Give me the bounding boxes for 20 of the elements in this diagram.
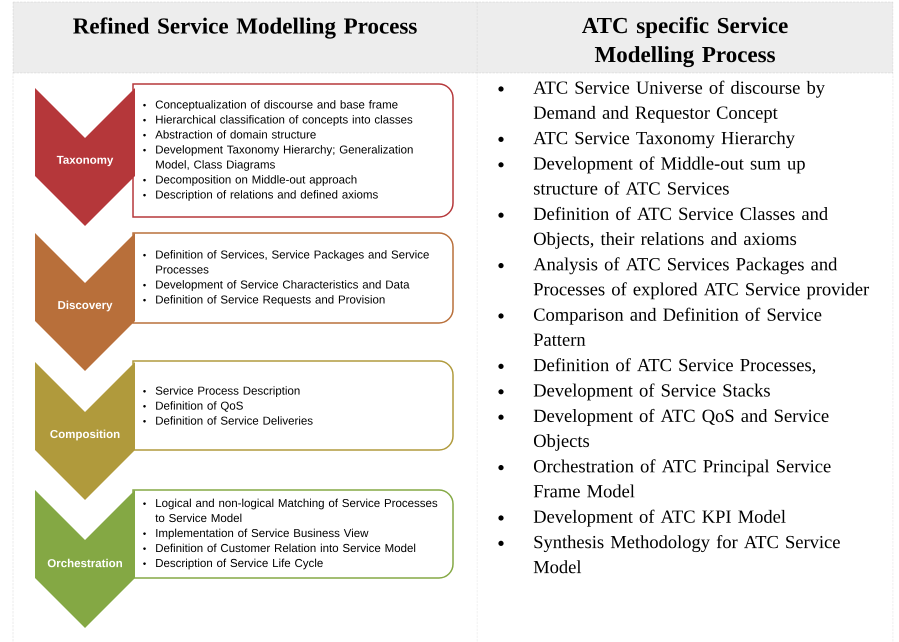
list-item: Development of Service Stacks (534, 383, 770, 400)
list-item: Orchestration of ATC Principal Service Frame Model (534, 459, 831, 498)
step-band: Discovery (35, 233, 135, 371)
step-band: Taxonomy (35, 88, 135, 226)
rounded-box: Conceptualization of discourse and base frame Hierarchical classification of concepts into classes Abstraction of domain structure Development Taxonomy Hierarchy; Generalization Model, Class Diagrams Decomposition on Middle-out approach Description of relations and defined axioms (132, 83, 454, 218)
list-item: Development of ATC QoS and Service Objects (534, 408, 828, 451)
list-item: ATC Service Taxonomy Hierarchy (533, 131, 795, 148)
list-item: Definition of ATC Service Classes and Objects, their relations and axioms (534, 206, 828, 249)
column-header: ATC specific Service Modelling Process (582, 16, 788, 68)
list-item: Synthesis Methodology for ATC Service Model (534, 535, 840, 574)
list-item: Development of Middle-out sum up structure of ATC Services (534, 156, 805, 195)
rounded-box: Definition of Services, Service Packages and Service Processes Development of Service Characteristics and Data Definition of Service Requests and Provision (132, 232, 454, 324)
step-band: Orchestration (35, 490, 135, 628)
list-item: Definition of ATC Service Processes, (534, 358, 816, 374)
column-header: Refined Service Modelling Process (73, 17, 417, 39)
list-item: ATC Service Universe of discourse by Demand and Requestor Concept (533, 80, 825, 123)
list-item: Analysis of ATC Services Packages and Processes of explored ATC Service provider (533, 257, 870, 300)
list-item: Comparison and Definition of Service Pattern (534, 308, 822, 346)
list-item: Development of ATC KPI Model (534, 510, 786, 527)
step-band: Composition (35, 362, 135, 500)
